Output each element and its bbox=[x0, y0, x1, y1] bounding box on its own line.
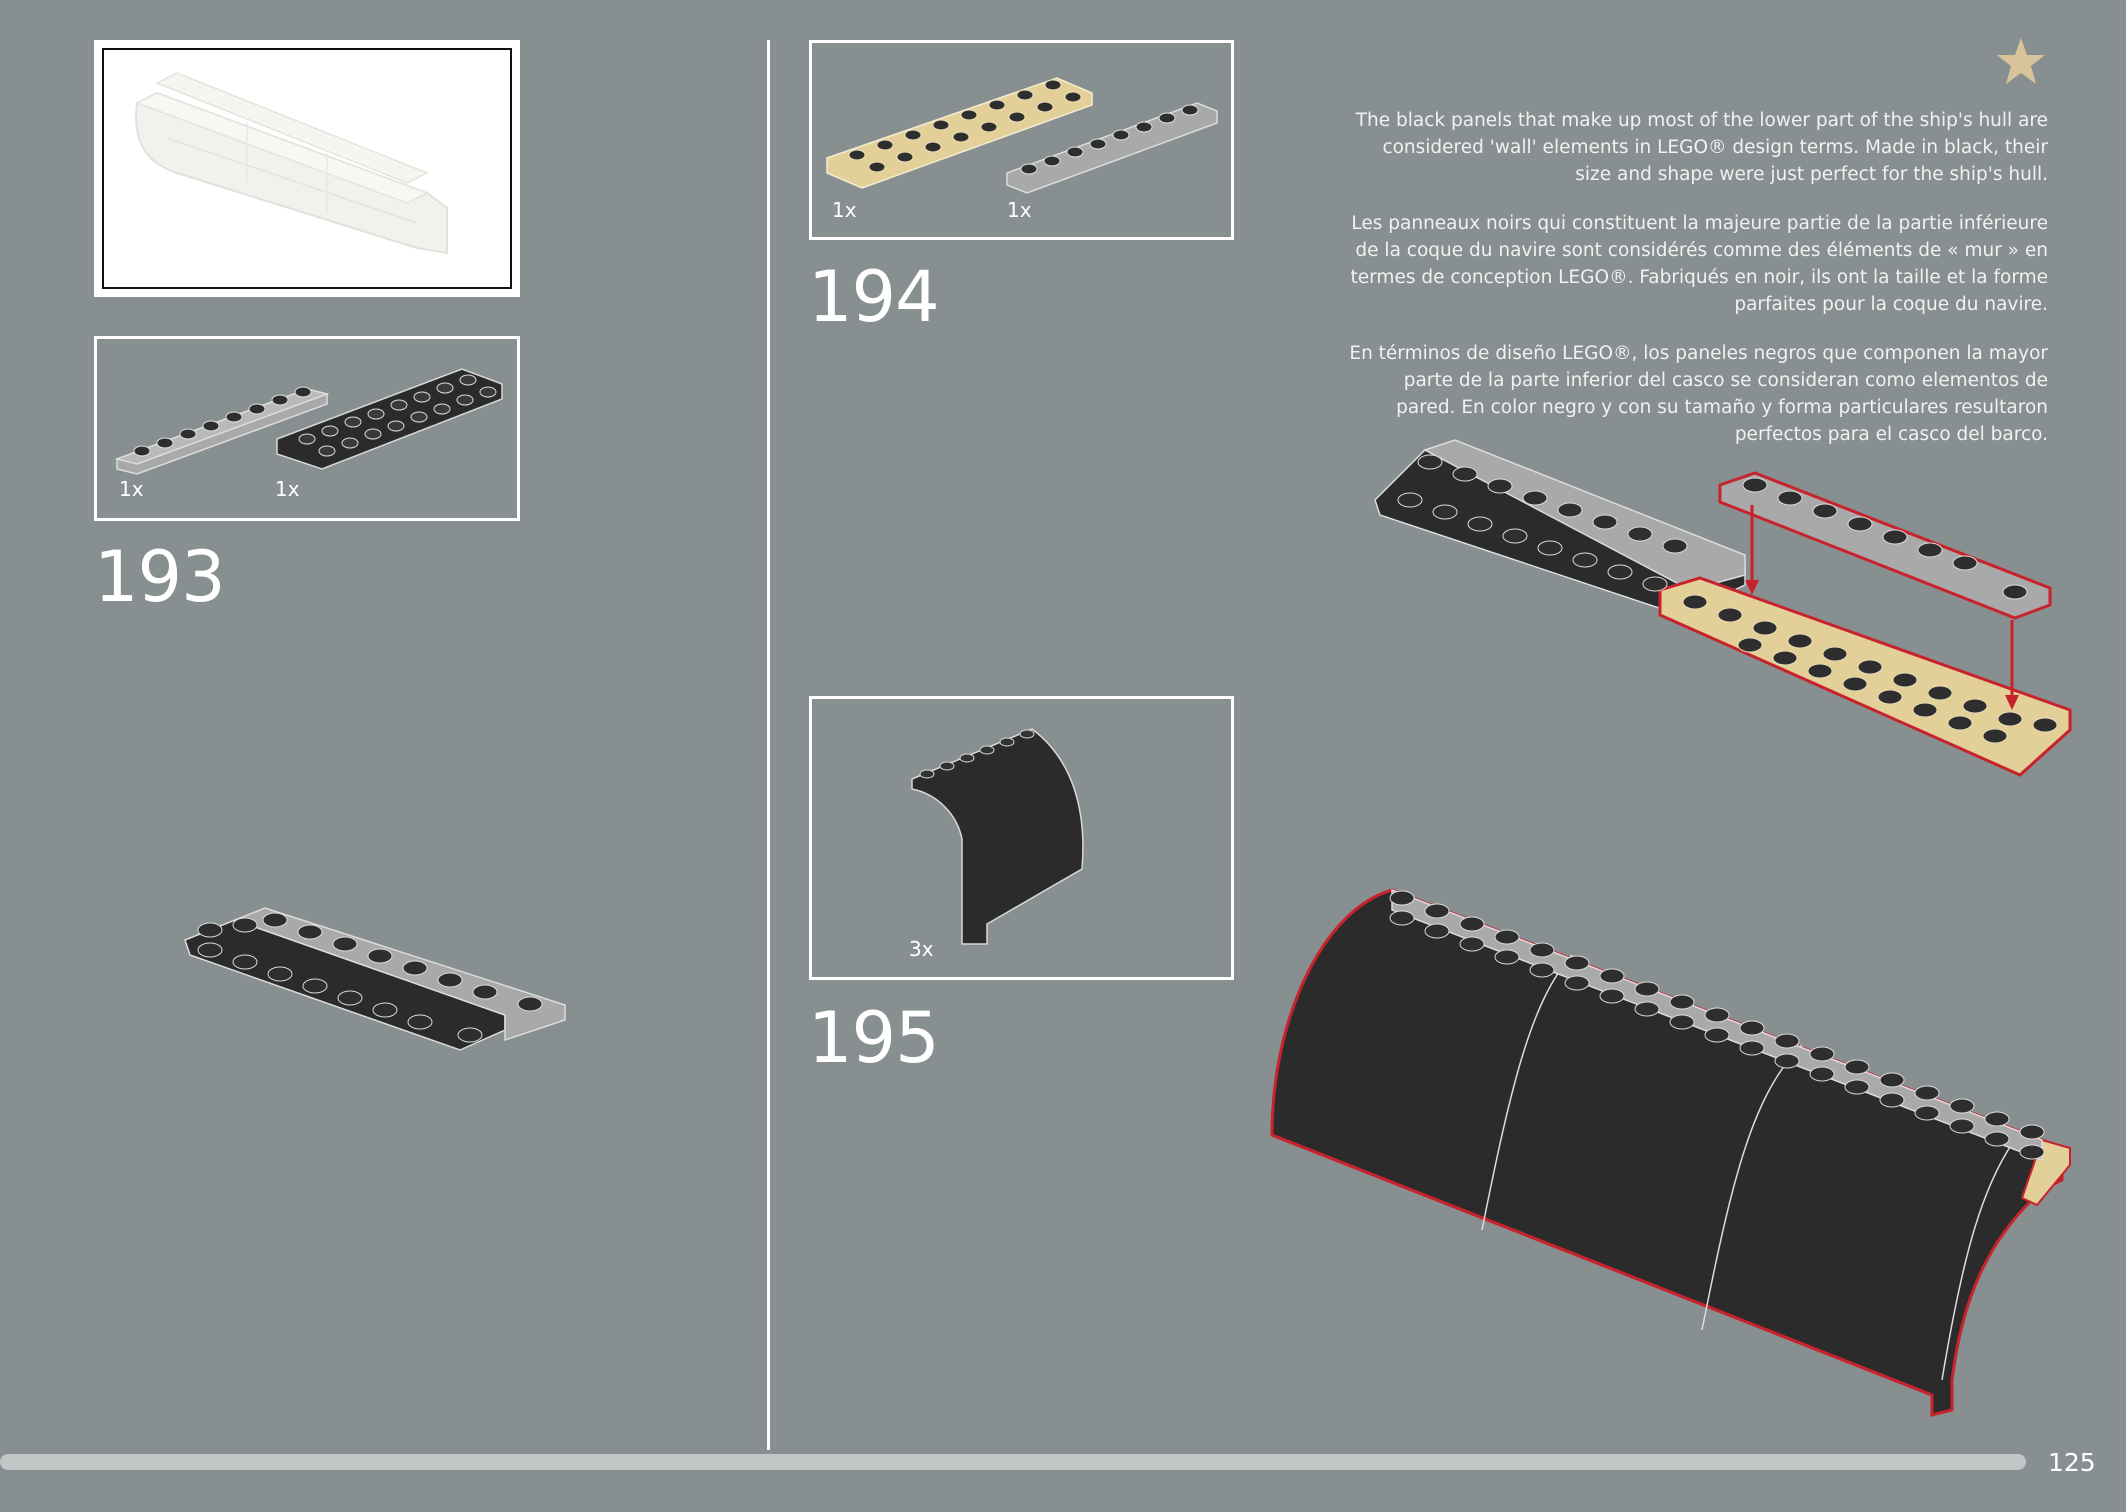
step-193-number: 193 bbox=[94, 536, 226, 618]
page-number: 125 bbox=[2048, 1448, 2096, 1477]
part-light-gray-plate-icon bbox=[114, 386, 330, 475]
part-tan-plate-icon bbox=[826, 77, 1093, 189]
step-194-qty-1: 1x bbox=[832, 198, 857, 222]
text-es: En términos de diseño LEGO®, los paneles… bbox=[1349, 343, 2048, 445]
step-194-parts-box: 1x 1x bbox=[809, 40, 1234, 240]
star-icon bbox=[1997, 38, 2045, 84]
text-en: The black panels that make up most of th… bbox=[1355, 110, 2048, 185]
overview-hull-image bbox=[135, 72, 448, 255]
step-195-qty-1: 3x bbox=[909, 937, 934, 961]
step-195-parts-box: 3x bbox=[809, 696, 1234, 980]
progress-bar bbox=[0, 1454, 2026, 1470]
step-195-number: 195 bbox=[808, 997, 940, 1079]
text-fr: Les panneaux noirs qui constituent la ma… bbox=[1350, 213, 2049, 315]
step-193-qty-2: 1x bbox=[275, 477, 300, 501]
page-divider bbox=[767, 40, 770, 1450]
step-193-parts-box: 1x 1x bbox=[94, 336, 520, 521]
step-194-assembly-image bbox=[1374, 439, 2072, 777]
part-black-plate-icon bbox=[276, 368, 503, 470]
part-light-gray-plate-icon-2 bbox=[1006, 102, 1218, 194]
part-black-curved-panel-icon bbox=[911, 728, 1084, 945]
step-194-qty-2: 1x bbox=[1007, 198, 1032, 222]
overview-box bbox=[94, 40, 520, 297]
step-195-assembly-image bbox=[1270, 888, 2071, 1417]
step-193-assembly-image bbox=[184, 907, 566, 1051]
step-194-number: 194 bbox=[808, 256, 940, 338]
step-193-qty-1: 1x bbox=[119, 477, 144, 501]
overview-inner-frame bbox=[102, 48, 512, 289]
